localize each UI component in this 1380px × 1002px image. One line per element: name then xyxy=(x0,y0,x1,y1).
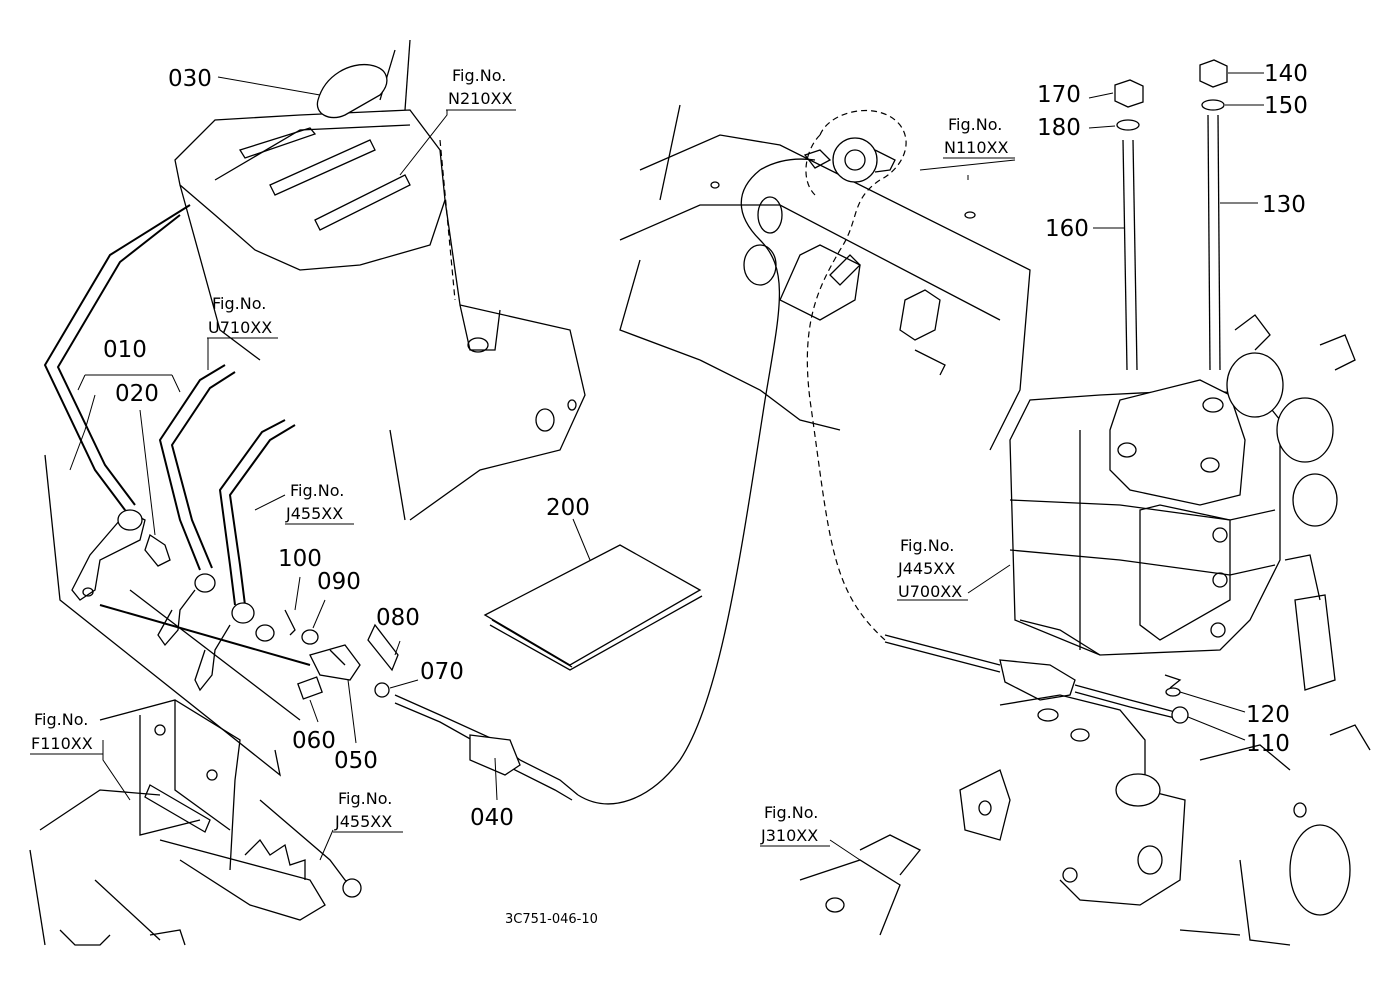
fig-ref-u700-code: U700XX xyxy=(898,582,962,601)
part-label-030: 030 xyxy=(168,66,212,92)
part-label-020: 020 xyxy=(115,381,159,407)
fig-ref-j455-lower-prefix: Fig.No. xyxy=(338,789,392,808)
part-label-130: 130 xyxy=(1262,192,1306,218)
fig-ref-f110-code: F110XX xyxy=(31,734,93,753)
fig-ref-j310-code: J310XX xyxy=(760,826,818,845)
fig-ref-u710-prefix: Fig.No. xyxy=(212,294,266,313)
frame-panel-n110 xyxy=(619,104,1031,641)
left-console-assembly xyxy=(29,39,816,946)
fig-ref-j455-upper-prefix: Fig.No. xyxy=(290,481,344,500)
fig-ref-f110-prefix: Fig.No. xyxy=(34,710,88,729)
part-label-150: 150 xyxy=(1264,93,1308,119)
fig-ref-u710-code: U710XX xyxy=(208,318,272,337)
part-label-180: 180 xyxy=(1037,115,1081,141)
part-label-120: 120 xyxy=(1246,702,1290,728)
part-label-070: 070 xyxy=(420,659,464,685)
part-label-080: 080 xyxy=(376,605,420,631)
fig-ref-j455-upper-code: J455XX xyxy=(285,504,343,523)
part-label-160: 160 xyxy=(1045,216,1089,242)
part-label-040: 040 xyxy=(470,805,514,831)
part-number-labels: 010 020 030 040 050 060 070 080 090 100 … xyxy=(103,61,1308,831)
fig-ref-j310-prefix: Fig.No. xyxy=(764,803,818,822)
part-label-100: 100 xyxy=(278,546,322,572)
fig-ref-j455-lower-code: J455XX xyxy=(334,812,392,831)
figure-reference-labels: Fig.No. N210XX Fig.No. U710XX Fig.No. J4… xyxy=(30,66,1015,847)
part-label-010: 010 xyxy=(103,337,147,363)
fig-ref-j445-prefix: Fig.No. xyxy=(900,536,954,555)
part-label-110: 110 xyxy=(1246,731,1290,757)
fig-ref-j445-code: J445XX xyxy=(897,559,955,578)
part-label-200: 200 xyxy=(546,495,590,521)
leader-lines xyxy=(69,72,1264,861)
part-label-170: 170 xyxy=(1037,82,1081,108)
fig-ref-n210-prefix: Fig.No. xyxy=(452,66,506,85)
part-label-050: 050 xyxy=(334,748,378,774)
control-valve-assembly xyxy=(799,59,1371,946)
part-label-060: 060 xyxy=(292,728,336,754)
drawing-code: 3C751-046-10 xyxy=(505,912,598,927)
part-label-090: 090 xyxy=(317,569,361,595)
operator-manual-200 xyxy=(483,544,703,671)
part-label-140: 140 xyxy=(1264,61,1308,87)
fig-ref-n110-code: N110XX xyxy=(944,138,1008,157)
fig-ref-n210-code: N210XX xyxy=(448,89,512,108)
fig-ref-n110-prefix: Fig.No. xyxy=(948,115,1002,134)
